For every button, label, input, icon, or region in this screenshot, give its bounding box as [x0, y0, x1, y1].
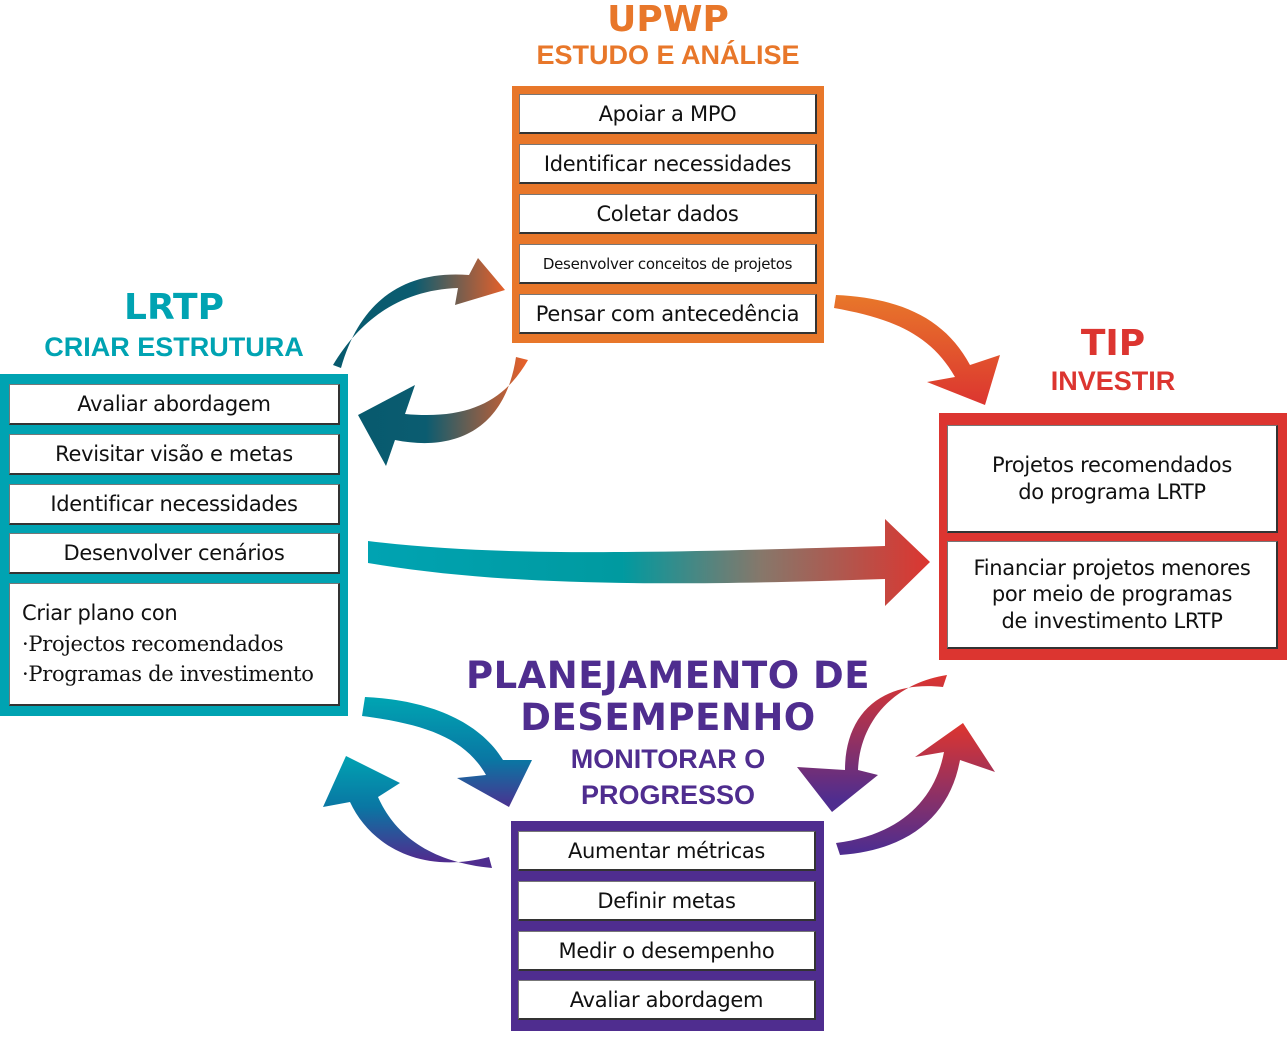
- performance-item: Avaliar abordagem: [518, 980, 816, 1020]
- performance-title-line: PLANEJAMENTO DE: [465, 654, 871, 697]
- tip-item-line: Projetos recomendados: [992, 453, 1232, 478]
- arrow-upwp-to-lrtp: [358, 357, 528, 466]
- upwp-box: Apoiar a MPO Identificar necessidades Co…: [512, 86, 824, 343]
- tip-item-line: de investimento LRTP: [1001, 608, 1223, 633]
- upwp-heading: UPWP ESTUDO E ANÁLISE: [512, 2, 824, 69]
- lrtp-item: Desenvolver cenários: [9, 533, 340, 574]
- lrtp-plan-bullet: ·Projectos recomendados: [22, 631, 284, 656]
- performance-title-line: DESEMPENHO: [520, 695, 816, 739]
- lrtp-heading: LRTP CRIAR ESTRUTURA: [0, 290, 348, 361]
- lrtp-item: Revisitar visão e metas: [9, 434, 340, 475]
- performance-box: Aumentar métricas Definir metas Medir o …: [511, 821, 824, 1031]
- upwp-subtitle: ESTUDO E ANÁLISE: [536, 40, 800, 70]
- arrow-lrtp-to-upwp: [333, 258, 505, 368]
- upwp-item: Apoiar a MPO: [519, 94, 817, 134]
- tip-title: TIP: [1080, 323, 1146, 364]
- performance-item: Medir o desempenho: [518, 931, 816, 971]
- tip-item-line: por meio de programas: [991, 582, 1233, 607]
- upwp-item: Pensar com antecedência: [519, 294, 817, 334]
- lrtp-title: LRTP: [124, 287, 224, 328]
- tip-heading: TIP INVESTIR: [1000, 326, 1226, 395]
- upwp-title: UPWP: [607, 0, 729, 40]
- arrow-lrtp-to-tip: [368, 519, 930, 606]
- upwp-item: Coletar dados: [519, 194, 817, 234]
- tip-box: Projetos recomendados do programa LRTP F…: [939, 413, 1287, 660]
- arrow-performance-to-tip: [836, 723, 995, 855]
- lrtp-plan-heading: Criar plano con: [22, 601, 178, 626]
- lrtp-plan-bullet: ·Programas de investimento: [22, 662, 314, 687]
- lrtp-plan-item: Criar plano con ·Projectos recomendados …: [9, 583, 340, 706]
- arrow-tip-to-performance: [797, 675, 947, 812]
- arrow-lrtp-to-performance: [362, 697, 532, 807]
- lrtp-item: Avaliar abordagem: [9, 384, 340, 425]
- lrtp-subtitle: CRIAR ESTRUTURA: [44, 332, 304, 362]
- performance-subtitle-line: PROGRESSO: [580, 779, 756, 810]
- tip-item: Financiar projetos menores por meio de p…: [947, 541, 1278, 649]
- tip-item: Projetos recomendados do programa LRTP: [947, 425, 1278, 533]
- performance-subtitle-line: MONITORAR O: [570, 743, 766, 774]
- tip-subtitle: INVESTIR: [1050, 366, 1176, 396]
- performance-heading: PLANEJAMENTO DE DESEMPENHO MONITORAR O P…: [440, 655, 896, 811]
- arrow-upwp-to-tip: [834, 295, 1000, 405]
- upwp-item: Desenvolver conceitos de projetos: [519, 244, 817, 284]
- arrow-performance-to-lrtp: [323, 756, 492, 868]
- performance-item: Aumentar métricas: [518, 831, 816, 871]
- lrtp-box: Avaliar abordagem Revisitar visão e meta…: [0, 374, 348, 716]
- lrtp-item: Identificar necessidades: [9, 484, 340, 525]
- upwp-item: Identificar necessidades: [519, 144, 817, 184]
- performance-item: Definir metas: [518, 881, 816, 921]
- tip-item-line: Financiar projetos menores: [973, 556, 1251, 581]
- tip-item-line: do programa LRTP: [1018, 479, 1206, 504]
